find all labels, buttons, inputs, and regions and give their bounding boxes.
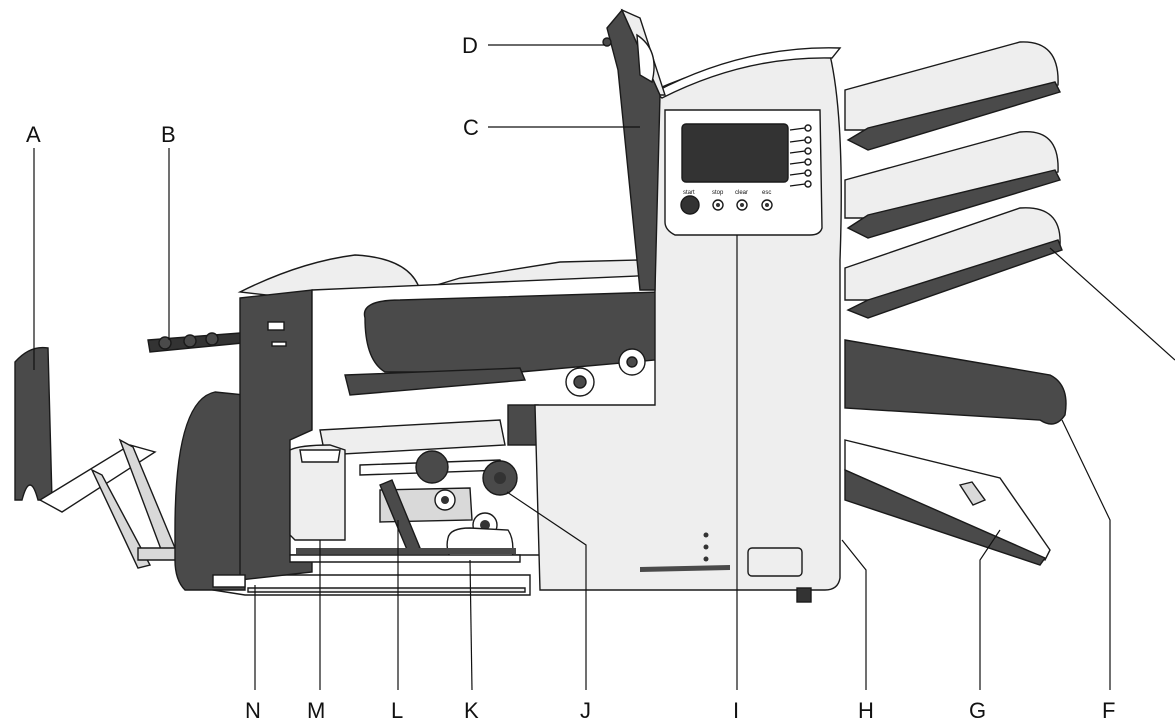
output-tray: [14, 346, 186, 569]
callout-l: L: [391, 698, 403, 723]
callout-g: G: [969, 698, 986, 723]
callout-n: N: [245, 698, 261, 723]
display-screen: [681, 123, 789, 183]
clear-button-label: clear: [735, 190, 748, 196]
cover-handle: [602, 37, 612, 47]
feeder-trays: [844, 41, 1067, 566]
main-body-left: [174, 254, 677, 596]
callout-h: H: [858, 698, 874, 723]
leader-lines: [33, 44, 1175, 691]
start-button: [680, 195, 700, 215]
menu-keys: [789, 124, 812, 188]
upper-cover: [602, 8, 666, 291]
callout-labels: A B C D N M L K J I H G F: [26, 33, 1115, 723]
callout-c: C: [463, 115, 479, 140]
callout-j: J: [580, 698, 591, 723]
callout-a: A: [26, 122, 41, 147]
callout-b: B: [161, 122, 176, 147]
callout-f: F: [1102, 698, 1115, 723]
callout-d: D: [462, 33, 478, 58]
esc-button-label: esc: [762, 190, 771, 196]
side-roller-shaft: [147, 332, 244, 353]
control-panel: start stop clear esc: [664, 109, 823, 236]
callout-m: M: [307, 698, 325, 723]
callout-i: I: [733, 698, 739, 723]
stop-button-label: stop: [712, 190, 724, 196]
start-button-label: start: [683, 190, 695, 196]
callout-k: K: [464, 698, 479, 723]
